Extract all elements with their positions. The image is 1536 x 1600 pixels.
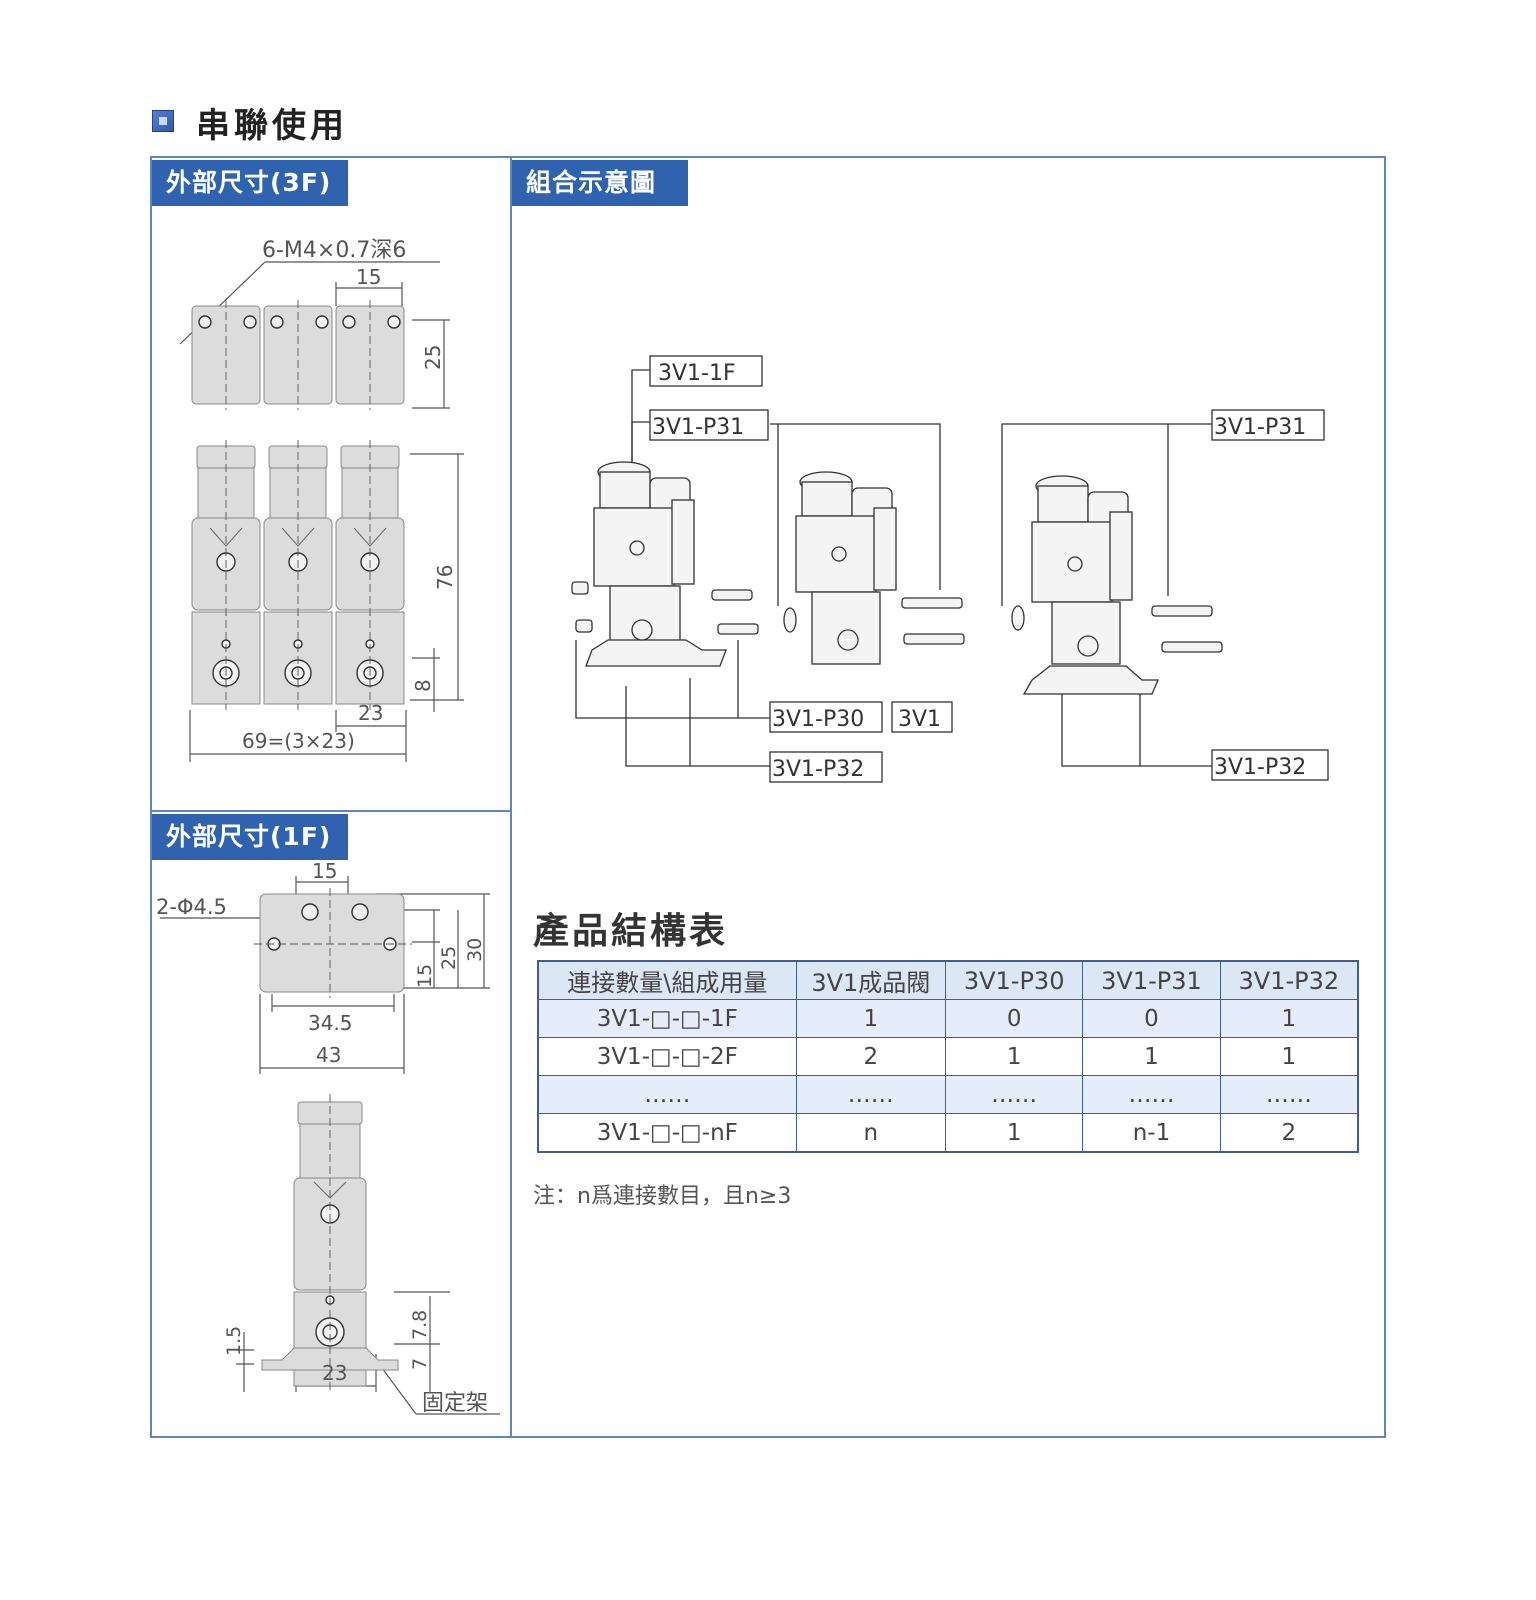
dim-7-8-label: 7.8 [409,1310,431,1340]
hole-span-label: 34.5 [308,1011,353,1035]
pitch-label: 15 [356,265,381,289]
horizontal-divider [150,810,511,812]
heading-square-icon [152,110,174,132]
tab-assembly-diagram: 組合示意圖 [512,160,688,206]
table-cell: 1 [944,1037,1084,1076]
column-header: 3V1成品閥 [795,960,946,1000]
table-header-row: 連接數量\組成用量 3V1成品閥 3V1-P30 3V1-P31 3V1-P32 [537,960,1359,1000]
table-cell: n [795,1113,946,1153]
table-cell: …… [944,1075,1084,1114]
tab-dimensions-3f: 外部尺寸(3F) [152,160,348,206]
pitch-1f-label: 15 [312,862,337,883]
table-cell: …… [1219,1075,1359,1114]
table-cell: …… [537,1075,797,1114]
dim-15-label: 15 [414,964,436,988]
table-cell: …… [795,1075,946,1114]
label-3v1-p31-right: 3V1-P31 [1214,415,1306,440]
total-width-label: 69=(3×23) [242,729,355,753]
main-frame [150,156,1386,1438]
table-row: …… …… …… …… …… [537,1075,1359,1114]
label-3v1-p32-left: 3V1-P32 [772,757,864,782]
bracket-label: 固定架 [422,1391,488,1416]
table-cell: 1 [944,1113,1084,1153]
dim-1-5-label: 1.5 [223,1326,245,1356]
table-cell: 3V1-□-□-2F [537,1037,797,1076]
product-structure-table: 連接數量\組成用量 3V1成品閥 3V1-P30 3V1-P31 3V1-P32… [537,960,1359,1153]
thread-note-label: 6-M4×0.7深6 [262,238,406,263]
table-cell: 1 [795,999,946,1038]
table-cell: 3V1-□-□-nF [537,1113,797,1153]
column-header: 3V1-P31 [1082,960,1221,1000]
base-height-label: 8 [411,679,435,692]
dim-30-label: 30 [464,938,486,962]
label-3v1-p32-right: 3V1-P32 [1214,755,1306,780]
drawing-3f: 6-M4×0.7深6 15 25 76 8 23 69=(3×23) [179,238,464,762]
table-cell: 3V1-□-□-1F [537,999,797,1038]
dim-25-label: 25 [438,946,460,970]
page-title: 串聯使用 [196,106,348,146]
table-cell: …… [1082,1075,1221,1114]
table-cell: 1 [1219,1037,1359,1076]
base-width-label: 23 [322,1361,347,1385]
table-row: 3V1-□-□-1F 1 0 0 1 [537,999,1359,1038]
column-header: 連接數量\組成用量 [537,960,797,1000]
unit-width-label: 23 [358,701,383,725]
table-row: 3V1-□-□-nF n 1 n-1 2 [537,1113,1359,1153]
assembly-diagram: 3V1-1F 3V1-P31 3V1-P31 3V1-P30 3V1 3V1-P… [571,355,1329,783]
table-title: 產品結構表 [533,911,729,952]
table-cell: 0 [1082,999,1221,1038]
tab-dimensions-1f: 外部尺寸(1F) [152,814,348,860]
table-cell: n-1 [1082,1113,1221,1153]
table-row: 3V1-□-□-2F 2 1 1 1 [537,1037,1359,1076]
label-3v1: 3V1 [898,707,941,732]
width-1f-label: 43 [316,1043,341,1067]
column-header: 3V1-P32 [1219,960,1359,1000]
label-3v1-p31-left: 3V1-P31 [652,415,744,440]
height-label: 76 [433,565,457,590]
top-depth-label: 25 [421,345,445,370]
vertical-divider [510,156,512,1438]
label-3v1-p30: 3V1-P30 [772,707,864,732]
drawing-1f: 2-Φ4.5 15 15 25 30 34.5 43 1.5 7.8 7 23 … [156,862,500,1416]
table-note: 注：n爲連接數目，且n≥3 [533,1184,792,1209]
table-cell: 2 [1219,1113,1359,1153]
column-header: 3V1-P30 [944,960,1084,1000]
table-cell: 0 [944,999,1084,1038]
label-3v1-1f: 3V1-1F [658,361,736,386]
table-cell: 1 [1219,999,1359,1038]
hole-note-label: 2-Φ4.5 [156,895,227,919]
dim-7-label: 7 [409,1358,431,1370]
table-cell: 2 [795,1037,946,1076]
table-cell: 1 [1082,1037,1221,1076]
